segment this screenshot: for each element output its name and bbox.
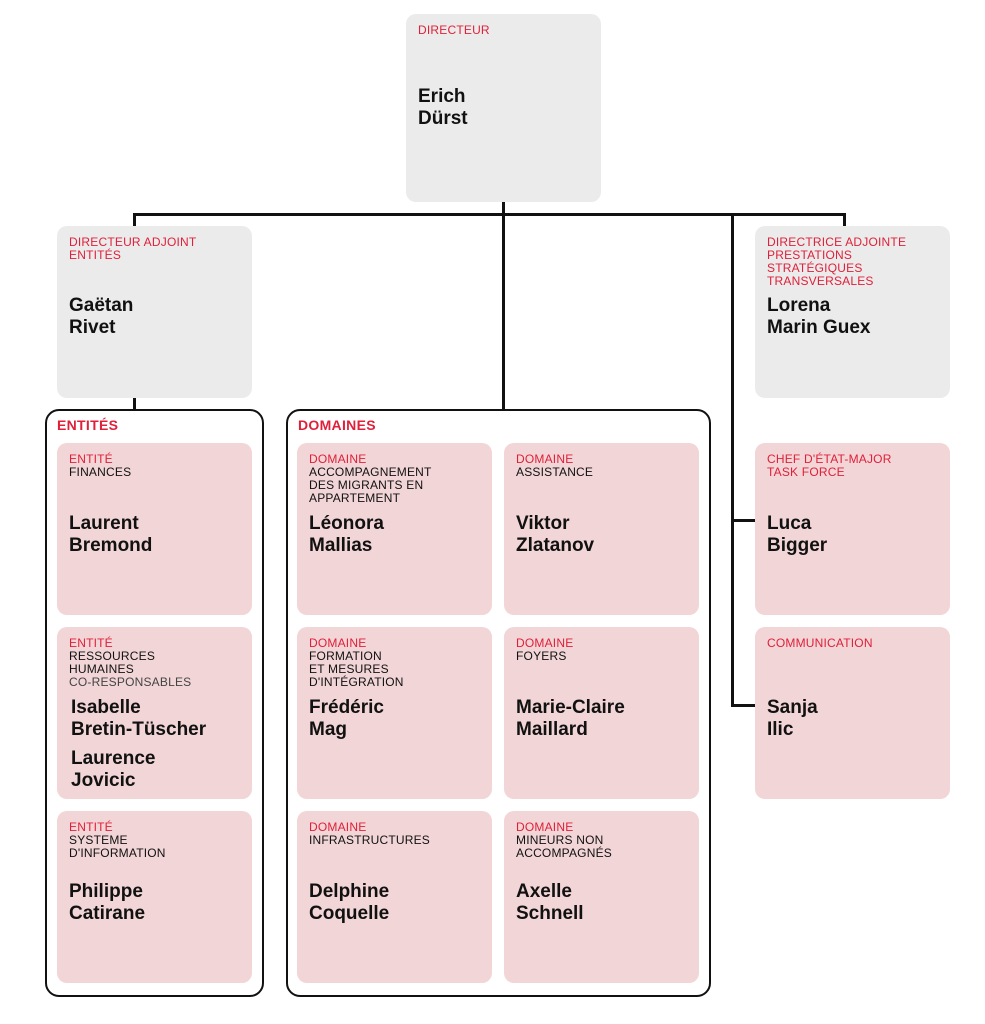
connector-director-down: [502, 202, 505, 215]
domaine-foyers-name: Marie-Claire Maillard: [516, 697, 625, 740]
connector-horizontal-bar: [133, 213, 846, 216]
domaine-accompagnement-name: Léonora Mallias: [309, 513, 384, 556]
entite-rh-name-2: Laurence Jovicic: [71, 748, 156, 791]
domaine-foyers-card: DOMAINE FOYERS Marie-Claire Maillard: [504, 627, 699, 799]
communication-name: Sanja Ilic: [767, 697, 818, 740]
domaine-assistance-name: Viktor Zlatanov: [516, 513, 595, 556]
communication-card: COMMUNICATION Sanja Ilic: [755, 627, 950, 799]
domaine-mineurs-name: Axelle Schnell: [516, 881, 584, 924]
chef-etat-major-card: CHEF D'ÉTAT-MAJOR TASK FORCE Luca Bigger: [755, 443, 950, 615]
domaine-formation-card: DOMAINE FORMATION ET MESURES D'INTÉGRATI…: [297, 627, 492, 799]
deputy-left-name: Gaëtan Rivet: [69, 295, 134, 338]
deputy-right-card: DIRECTRICE ADJOINTE PRESTATIONS STRATÉGI…: [755, 226, 950, 398]
domaine-mineurs-card: DOMAINE MINEURS NON ACCOMPAGNÉS Axelle S…: [504, 811, 699, 983]
co-responsables-note: CO-RESPONSABLES: [69, 675, 192, 689]
entites-title: ENTITÉS: [57, 417, 119, 433]
domaine-assistance-card: DOMAINE ASSISTANCE Viktor Zlatanov: [504, 443, 699, 615]
connector-to-chef-etat-major: [731, 519, 755, 522]
connector-to-communication: [731, 704, 755, 707]
deputy-left-card: DIRECTEUR ADJOINT ENTITÉS Gaëtan Rivet: [57, 226, 252, 398]
domaines-title: DOMAINES: [298, 417, 376, 433]
domaine-infrastructures-card: DOMAINE INFRASTRUCTURES Delphine Coquell…: [297, 811, 492, 983]
domaine-infrastructures-name: Delphine Coquelle: [309, 881, 390, 924]
connector-right-vertical: [731, 213, 734, 707]
deputy-right-name: Lorena Marin Guex: [767, 295, 871, 338]
director-name: Erich Dürst: [418, 86, 468, 129]
domaine-accompagnement-card: DOMAINE ACCOMPAGNEMENT DES MIGRANTS EN A…: [297, 443, 492, 615]
entite-si-card: ENTITÉ SYSTEME D'INFORMATION Philippe Ca…: [57, 811, 252, 983]
connector-to-domaines: [502, 213, 505, 409]
director-card: DIRECTEUR Erich Dürst: [406, 14, 601, 202]
entite-si-name: Philippe Catirane: [69, 881, 146, 924]
connector-to-deputy-left: [133, 213, 136, 227]
entite-rh-name-1: Isabelle Bretin-Tüscher: [71, 697, 207, 740]
domaine-formation-name: Frédéric Mag: [309, 697, 384, 740]
entite-finances-name: Laurent Bremond: [69, 513, 153, 556]
director-role: DIRECTEUR: [418, 23, 490, 37]
connector-deputy-left-to-entites: [133, 398, 136, 410]
connector-to-deputy-right: [843, 213, 846, 227]
entite-rh-card: ENTITÉ RESSOURCES HUMAINES CO-RESPONSABL…: [57, 627, 252, 799]
entite-finances-card: ENTITÉ FINANCES Laurent Bremond: [57, 443, 252, 615]
chef-etat-major-name: Luca Bigger: [767, 513, 828, 556]
